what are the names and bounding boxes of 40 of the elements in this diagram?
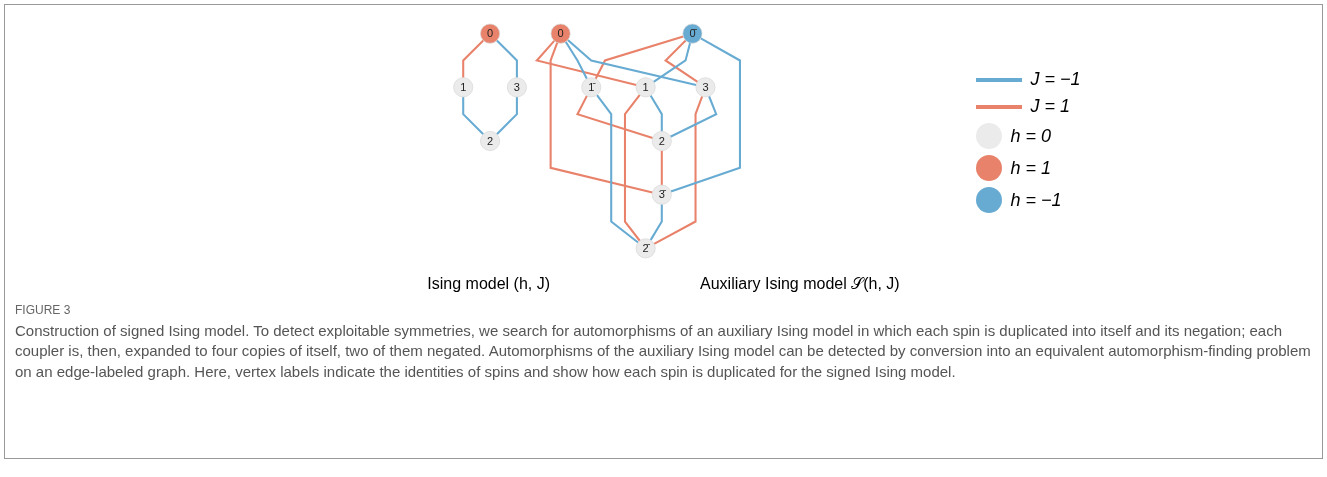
- connector: [564, 41, 588, 80]
- graph-label: Ising model (h, J): [427, 275, 551, 293]
- connector: [653, 95, 703, 245]
- legend-label: h = 1: [1010, 157, 1051, 179]
- node-circle: 3̄: [651, 184, 672, 205]
- node-circle: 0: [479, 23, 500, 44]
- legend-label: J = −1: [1030, 69, 1081, 90]
- connector: [575, 95, 653, 140]
- legend-label: J = 1: [1030, 96, 1070, 117]
- connector: [652, 42, 691, 83]
- graph-label: Auxiliary Ising model 𝒮(h, J): [700, 275, 900, 293]
- connector: [623, 94, 641, 242]
- connector: [669, 95, 718, 138]
- connector: [594, 35, 684, 80]
- legend-label: h = 0: [1010, 125, 1051, 147]
- node-circle: 1̄: [581, 77, 601, 98]
- connector: [649, 95, 663, 132]
- connector: [461, 39, 484, 78]
- node-circle: 2: [479, 131, 500, 151]
- figure-number: FIGURE 3: [15, 303, 72, 317]
- node-circle: 3: [506, 77, 527, 98]
- node-circle: 3: [695, 77, 716, 98]
- figure-caption: Construction of signed Ising model. To detect exploitable symmetries, we search for automorphisms of an auxiliary Ising model in which each spin is duplicated into itself and its negation; each coupler is, then, expanded to four copies of itself, two of them negated. Automorphisms of the auxiliary Ising model can be detected by conversion into an equivalent automorphism-finding problem on an edge-labeled graph. Here, vertex labels indicate the identities of spins and show how each spin is duplicated for the signed Ising model.: [15, 321, 1312, 382]
- node-circle: 1: [635, 77, 656, 98]
- connector: [461, 96, 484, 135]
- connector: [595, 94, 639, 244]
- connector: [549, 42, 653, 194]
- node-circle: 0: [550, 23, 571, 44]
- node-circle: 0̄: [682, 23, 703, 44]
- connector: [649, 204, 663, 241]
- node-circle: 2: [651, 131, 672, 151]
- node-circle: 2̄: [635, 238, 656, 259]
- node-circle: 1: [452, 77, 473, 98]
- connector: [534, 40, 637, 87]
- connector: [660, 150, 663, 186]
- connector: [566, 39, 697, 87]
- connector: [670, 37, 741, 193]
- legend-label: h = −1: [1010, 189, 1062, 211]
- connector: [495, 96, 518, 135]
- connector: [495, 39, 518, 78]
